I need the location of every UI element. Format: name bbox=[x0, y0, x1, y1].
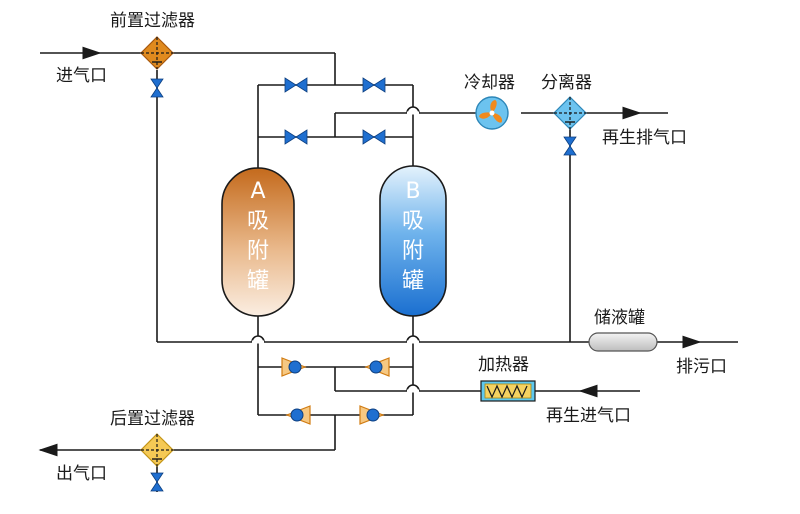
storage-tank-label: 储液罐 bbox=[594, 308, 645, 328]
svg-text:吸: 吸 bbox=[247, 209, 269, 234]
svg-text:吸: 吸 bbox=[402, 209, 424, 234]
separator-label: 分离器 bbox=[541, 73, 592, 93]
cooler-label: 冷却器 bbox=[464, 73, 515, 93]
valve-icon bbox=[284, 77, 308, 93]
svg-text:罐: 罐 bbox=[247, 269, 269, 294]
check-valve-icon bbox=[285, 405, 311, 425]
post-filter bbox=[140, 433, 174, 467]
storage-tank bbox=[588, 332, 658, 352]
pipes bbox=[38, 46, 738, 492]
check-valve-icon bbox=[359, 405, 385, 425]
labels: 前置过滤器 进气口 冷却器 分离器 再生排气口 储液罐 排污口 加热器 再生进气… bbox=[56, 11, 727, 484]
svg-text:罐: 罐 bbox=[402, 269, 424, 294]
svg-text:附: 附 bbox=[247, 239, 269, 264]
cooler bbox=[475, 96, 509, 130]
check-valve-icon bbox=[281, 357, 307, 377]
inlet-label: 进气口 bbox=[56, 66, 107, 86]
vessel-a: A 吸 附 罐 bbox=[221, 167, 295, 317]
drain-label: 排污口 bbox=[676, 357, 727, 377]
vessel-b: B 吸 附 罐 bbox=[379, 165, 447, 317]
check-valve-icon bbox=[364, 357, 390, 377]
valve-icon bbox=[563, 136, 577, 156]
valve-icon bbox=[150, 472, 164, 492]
regen-exhaust-label: 再生排气口 bbox=[602, 128, 687, 148]
regen-inlet-label: 再生进气口 bbox=[546, 406, 631, 426]
valve-icon bbox=[150, 78, 164, 98]
valve-icon bbox=[362, 77, 386, 93]
pre-filter-label: 前置过滤器 bbox=[110, 11, 195, 31]
separator bbox=[553, 96, 587, 130]
heating-coil-icon bbox=[486, 384, 528, 399]
valve-icon bbox=[284, 129, 308, 145]
svg-text:附: 附 bbox=[402, 239, 424, 264]
gate-valves bbox=[150, 77, 577, 492]
check-valves bbox=[281, 357, 390, 425]
valve-icon bbox=[362, 129, 386, 145]
fan-icon bbox=[479, 100, 503, 123]
svg-text:A: A bbox=[250, 179, 265, 204]
svg-text:B: B bbox=[405, 179, 420, 204]
heater bbox=[480, 380, 536, 402]
pipe-crossovers bbox=[251, 106, 420, 393]
outlet-label: 出气口 bbox=[56, 464, 107, 484]
post-filter-label: 后置过滤器 bbox=[110, 409, 195, 429]
pre-filter bbox=[140, 36, 174, 70]
heater-label: 加热器 bbox=[478, 355, 529, 375]
